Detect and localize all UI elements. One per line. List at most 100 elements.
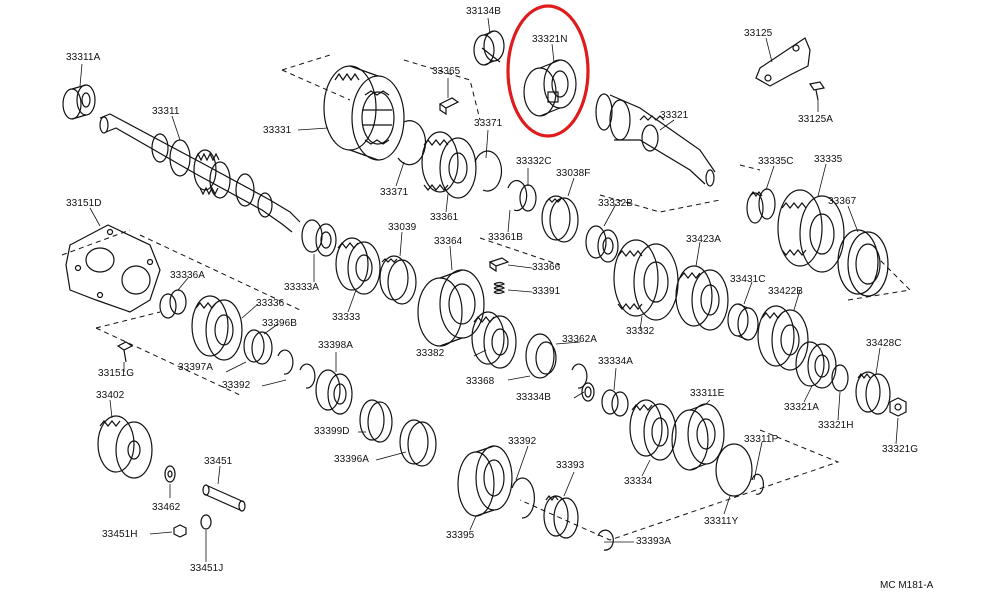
- part-label: 33395: [446, 530, 475, 541]
- gear-33334: [629, 399, 677, 461]
- highlight-circle: [506, 4, 590, 138]
- key-33366: [488, 257, 510, 273]
- part-label: 33321A: [784, 402, 820, 413]
- part-label: 33391: [532, 286, 561, 297]
- part-label: 33311E: [690, 388, 725, 399]
- part-label: 33451J: [190, 563, 224, 574]
- part-label: 33311Y: [704, 516, 739, 527]
- part-label: 33396A: [334, 454, 370, 465]
- part-label: 33039: [388, 222, 417, 233]
- spring-33391: [493, 281, 506, 295]
- bearing-33334a: [601, 389, 629, 417]
- washer: [581, 382, 595, 402]
- washer-33451j: [200, 514, 212, 530]
- washer-33332c: [519, 184, 537, 212]
- drawing-code: MC M181-A: [880, 580, 934, 591]
- bolt-33451h: [173, 524, 187, 538]
- bearing-33134b: [473, 30, 505, 66]
- part-label: 33365: [432, 66, 461, 77]
- gear-33423a: [675, 265, 729, 331]
- snap-ring-33361b: [507, 179, 528, 212]
- input-shaft-33311: [99, 113, 301, 233]
- part-label: 33422B: [768, 286, 804, 297]
- part-label: 33321G: [882, 444, 919, 455]
- part-label: 33134B: [466, 6, 502, 17]
- part-label: 33393: [556, 460, 585, 471]
- part-label: 33333: [332, 312, 361, 323]
- part-label: 33334A: [598, 356, 634, 367]
- part-label: 33362A: [562, 334, 598, 345]
- gear-33335: [777, 189, 845, 273]
- gear-33333: [335, 237, 381, 295]
- shifting-key-33365: [438, 97, 460, 116]
- synchro-ring-33396a: [399, 419, 437, 467]
- washer-33462: [164, 465, 176, 483]
- part-label: 33125: [744, 28, 773, 39]
- bearing-33311e: [671, 403, 725, 471]
- bracket-33125: [755, 37, 811, 87]
- part-label: 33336A: [170, 270, 206, 281]
- snap-ring-33392: [277, 349, 316, 389]
- snap-ring-33392-lower: [511, 477, 535, 519]
- gear-33428c: [855, 371, 891, 415]
- gear-33393: [543, 495, 579, 539]
- part-label: 33402: [96, 390, 125, 401]
- part-label: 33332B: [598, 198, 634, 209]
- part-label: 33334B: [516, 392, 552, 403]
- synchro-ring-33399d: [359, 399, 393, 443]
- dashed-assembly-outline: [61, 54, 912, 541]
- nut-33321g: [889, 397, 907, 417]
- bearing-33321n: [523, 59, 577, 117]
- bearing-33321a: [795, 341, 837, 389]
- synchro-ring-33039: [379, 255, 417, 305]
- snap-ring-33334b: [571, 363, 588, 389]
- part-label: 33335C: [758, 156, 794, 167]
- part-label: 33382: [416, 348, 445, 359]
- part-label: 33428C: [866, 338, 902, 349]
- washer-33321h: [831, 364, 849, 392]
- part-label: 33399D: [314, 426, 350, 437]
- gear-33367: [837, 229, 889, 297]
- bearing-33333a: [301, 219, 337, 257]
- synchro-ring-33396b: [243, 329, 273, 365]
- part-label-highlighted: 33321N: [532, 34, 568, 45]
- part-label: 33398A: [318, 340, 354, 351]
- hub-sleeve-33395: [457, 445, 513, 517]
- part-label: 33332: [626, 326, 655, 337]
- clutch-hub-33331: [323, 65, 405, 161]
- part-label: 33451H: [102, 529, 138, 540]
- gear-33382: [471, 311, 517, 369]
- part-label: 33431C: [730, 274, 766, 285]
- retainer-plate-33151d: [65, 224, 161, 313]
- snap-ring-33371: [397, 120, 503, 192]
- part-label: 33038F: [556, 168, 591, 179]
- part-label: 33423A: [686, 234, 722, 245]
- part-label: 33361B: [488, 232, 524, 243]
- gear-33336: [191, 295, 243, 361]
- part-label: 33311: [152, 106, 180, 117]
- part-label: 33368: [466, 376, 495, 387]
- bolt-33125a: [809, 81, 825, 101]
- bearing-33398a: [315, 369, 353, 415]
- bearing-33332b: [585, 225, 619, 263]
- gear-33422b: [757, 305, 809, 371]
- idler-shaft-33451: [202, 484, 246, 512]
- part-label: 33366: [532, 262, 561, 273]
- part-label: 33333A: [284, 282, 320, 293]
- part-label: 33371: [474, 118, 503, 129]
- snap-ring-33311p: [751, 473, 765, 495]
- part-label: 33451: [204, 456, 233, 467]
- spacer-33431c: [727, 303, 759, 341]
- part-label: 33125A: [798, 114, 834, 125]
- part-label: 33311P: [744, 434, 779, 445]
- part-label: 33331: [263, 125, 292, 136]
- bearing-33311a: [62, 84, 96, 120]
- part-label: 33393A: [636, 536, 672, 547]
- gear-33332: [613, 239, 679, 321]
- gear-33335c: [746, 188, 776, 224]
- part-label: 33364: [434, 236, 463, 247]
- part-label: 33151D: [66, 198, 102, 209]
- part-label: 33332C: [516, 156, 552, 167]
- part-label: 33311A: [66, 52, 101, 63]
